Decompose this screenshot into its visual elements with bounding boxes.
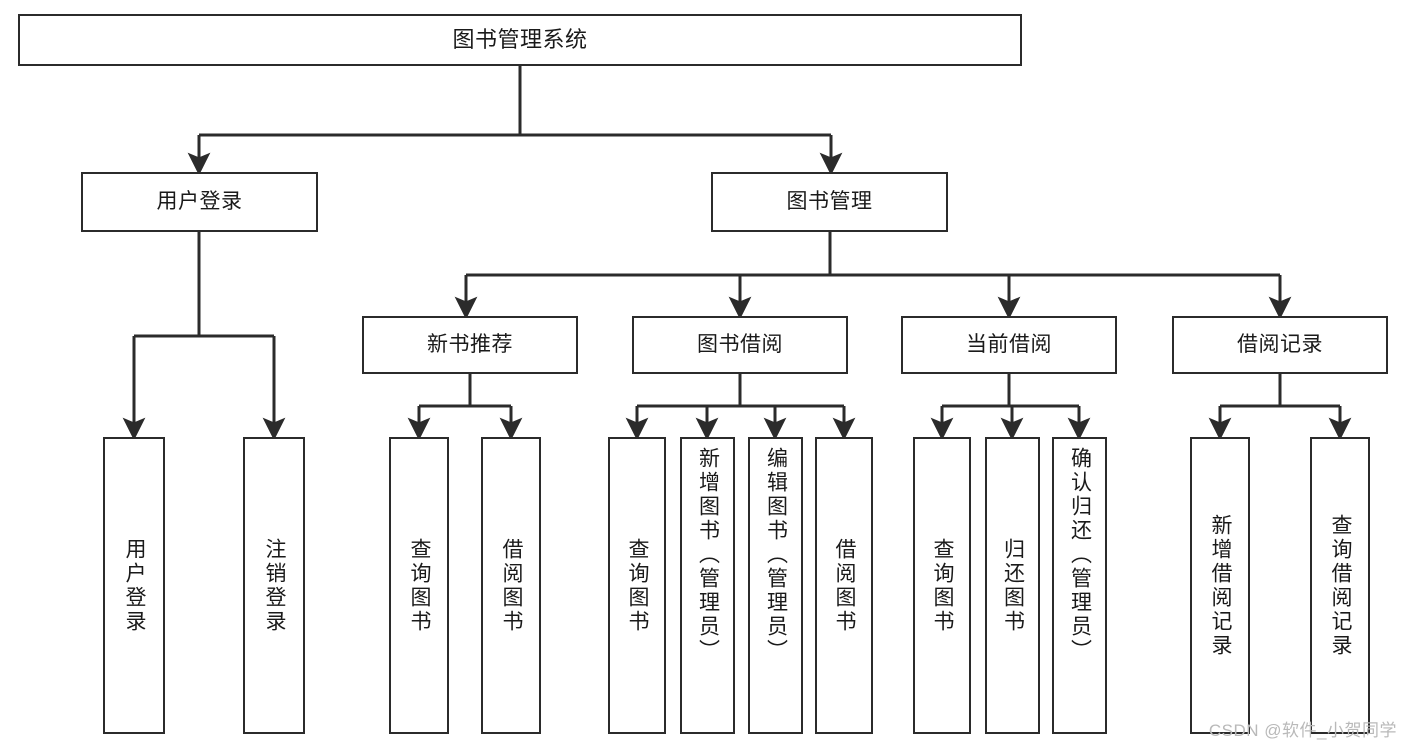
- node-leaf-add-record[interactable]: 新增借阅记录: [1190, 437, 1250, 734]
- node-leaf-borrow-book-1-label: 借阅图书: [500, 537, 524, 634]
- node-leaf-return-book-label: 归还图书: [1001, 537, 1025, 634]
- node-leaf-confirm-return[interactable]: 确认归还（管理员）: [1052, 437, 1107, 734]
- node-leaf-user-logout[interactable]: 注销登录: [243, 437, 305, 734]
- node-leaf-query-book-3-label: 查询图书: [931, 537, 955, 634]
- node-leaf-query-book-2[interactable]: 查询图书: [608, 437, 666, 734]
- node-leaf-borrow-book-2[interactable]: 借阅图书: [815, 437, 873, 734]
- node-new-book-recommend-label: 新书推荐: [427, 333, 513, 357]
- node-borrow-record-label: 借阅记录: [1237, 333, 1323, 357]
- node-new-book-recommend[interactable]: 新书推荐: [362, 316, 578, 374]
- node-leaf-query-book-1-label: 查询图书: [408, 537, 432, 634]
- node-leaf-borrow-book-1[interactable]: 借阅图书: [481, 437, 541, 734]
- csdn-watermark: CSDN @软件_小贺同学: [1208, 721, 1397, 740]
- node-leaf-edit-book[interactable]: 编辑图书（管理员）: [748, 437, 803, 734]
- node-leaf-add-book[interactable]: 新增图书（管理员）: [680, 437, 735, 734]
- node-leaf-borrow-book-2-label: 借阅图书: [833, 537, 857, 634]
- node-leaf-edit-book-label: 编辑图书（管理员）: [764, 447, 788, 663]
- node-leaf-query-book-3[interactable]: 查询图书: [913, 437, 971, 734]
- node-user-login-label: 用户登录: [156, 190, 243, 214]
- node-book-borrow-label: 图书借阅: [697, 333, 783, 357]
- node-leaf-user-login[interactable]: 用户登录: [103, 437, 165, 734]
- node-leaf-query-record[interactable]: 查询借阅记录: [1310, 437, 1370, 734]
- node-leaf-confirm-return-label: 确认归还（管理员）: [1068, 447, 1092, 663]
- node-leaf-query-book-2-label: 查询图书: [626, 537, 650, 634]
- node-leaf-user-login-label: 用户登录: [123, 537, 147, 634]
- node-root[interactable]: 图书管理系统: [18, 14, 1022, 66]
- node-root-label: 图书管理系统: [452, 26, 588, 52]
- node-leaf-add-record-label: 新增借阅记录: [1209, 513, 1233, 658]
- node-book-manage[interactable]: 图书管理: [711, 172, 948, 232]
- node-leaf-add-book-label: 新增图书（管理员）: [696, 447, 720, 663]
- node-leaf-query-book-1[interactable]: 查询图书: [389, 437, 449, 734]
- node-borrow-record[interactable]: 借阅记录: [1172, 316, 1388, 374]
- node-leaf-return-book[interactable]: 归还图书: [985, 437, 1040, 734]
- node-book-manage-label: 图书管理: [786, 190, 873, 214]
- node-book-borrow[interactable]: 图书借阅: [632, 316, 848, 374]
- node-leaf-user-logout-label: 注销登录: [263, 537, 287, 634]
- node-current-borrow[interactable]: 当前借阅: [901, 316, 1117, 374]
- node-current-borrow-label: 当前借阅: [966, 333, 1052, 357]
- node-user-login[interactable]: 用户登录: [81, 172, 318, 232]
- node-leaf-query-record-label: 查询借阅记录: [1329, 513, 1353, 658]
